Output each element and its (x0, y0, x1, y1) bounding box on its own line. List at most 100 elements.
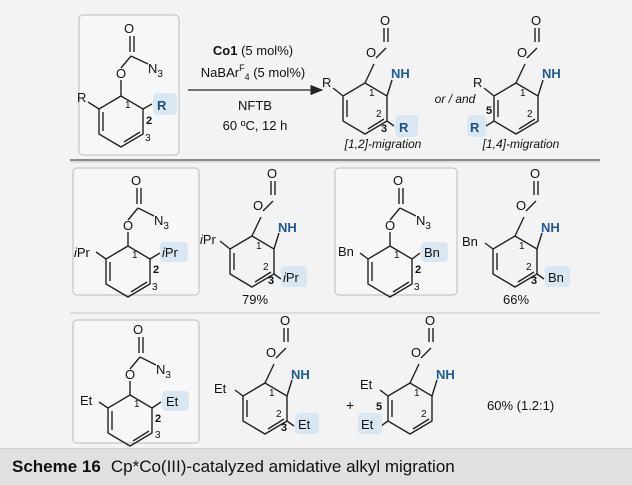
conditions: Co1 (5 mol%) NaBArF4 (5 mol%) NFTB 60 ºC… (201, 43, 305, 133)
pos-3: 3 (268, 275, 274, 287)
top-substrate-labels: O O N3 R R 1 2 3 (77, 21, 167, 144)
ipr-substrate-labels: O O N3 iPr iPr 1 2 3 (74, 173, 179, 293)
caption-label: Scheme 16 (12, 457, 101, 476)
atom-r: R (322, 75, 331, 90)
atom-o: O (385, 218, 395, 233)
et-migrated: Et (298, 417, 311, 432)
pos-1: 1 (256, 241, 262, 252)
atom-o: O (131, 173, 141, 188)
label-14-migration: [1,4]-migration (482, 137, 560, 151)
product-14-labels: O O NH R R 1 2 5 [1,4]-migration (470, 13, 561, 151)
atom-o: O (393, 173, 403, 188)
label-12-migration: [1,2]-migration (344, 137, 422, 151)
atom-o: O (517, 45, 527, 60)
atom-n3: N3 (416, 213, 431, 232)
pos-2: 2 (263, 262, 269, 273)
atom-o: O (280, 313, 290, 328)
pos-1: 1 (134, 399, 140, 410)
pos-3: 3 (531, 275, 537, 287)
pos-2: 2 (526, 262, 532, 273)
pos-3: 3 (281, 422, 287, 434)
et-upper: Et (360, 377, 373, 392)
atom-o: O (380, 13, 390, 28)
pos-1: 1 (369, 88, 375, 99)
et-substrate-box (72, 319, 200, 444)
atom-nh: NH (391, 66, 410, 81)
additive-line: NaBArF4 (5 mol%) (201, 63, 305, 82)
pos-1: 1 (414, 388, 420, 399)
et-migrated: Et (361, 417, 374, 432)
atom-o-ether: O (116, 66, 126, 81)
bn-product-labels: O O NH Bn Bn 1 2 3 66% (462, 166, 564, 307)
yield-bn: 66% (503, 292, 529, 307)
atom-nh: NH (541, 220, 560, 235)
pos-1: 1 (125, 100, 131, 111)
product-12 (332, 28, 418, 137)
atom-nh: NH (542, 66, 561, 81)
pos-1: 1 (132, 250, 138, 261)
pos-2: 2 (276, 409, 282, 420)
pos-2: 2 (527, 109, 533, 120)
atom-o-carbonyl: O (124, 21, 134, 36)
pos-3: 3 (152, 282, 158, 293)
bn-substrate-box (334, 167, 458, 296)
atom-r: R (473, 75, 482, 90)
bn-right: Bn (424, 245, 440, 260)
pos-5: 5 (486, 105, 492, 117)
atom-nh: NH (278, 220, 297, 235)
product-14 (467, 28, 544, 137)
pos-1: 1 (394, 250, 400, 261)
highlight-r (153, 93, 177, 115)
atom-o: O (531, 13, 541, 28)
atom-r-right: R (157, 98, 167, 113)
bn-left: Bn (338, 244, 354, 259)
et-left: Et (214, 381, 227, 396)
caption-text: Cp*Co(III)-catalyzed amidative alkyl mig… (110, 457, 455, 476)
bn-substrate (359, 188, 448, 298)
bn-migrated: Bn (548, 270, 564, 285)
ipr-product-labels: O O NH iPr iPr 1 2 3 79% (200, 166, 300, 307)
et-substrate-labels: O O N3 Et Et 1 2 3 (80, 322, 179, 441)
atom-o: O (267, 166, 277, 181)
et-substrate (98, 337, 189, 447)
atom-n3: N3 (156, 362, 171, 381)
atom-o: O (133, 322, 143, 337)
pos-2: 2 (376, 109, 382, 120)
bn-product (484, 181, 570, 288)
pos-3: 3 (381, 123, 387, 135)
atom-o: O (125, 367, 135, 382)
pos-1: 1 (269, 388, 275, 399)
scheme-drawing: O O N3 R R 1 2 3 Co1 (5 mol%) NaBArF4 (5… (70, 13, 600, 447)
substrate-box (78, 14, 180, 156)
top-scheme (78, 14, 180, 156)
atom-r-migrated: R (470, 120, 480, 135)
atom-n3: N3 (154, 213, 169, 232)
scheme-panel: O O N3 R R 1 2 3 Co1 (5 mol%) NaBArF4 (5… (0, 0, 632, 448)
atom-nh: NH (291, 367, 310, 382)
pos-2: 2 (146, 115, 152, 127)
pos-1: 1 (520, 88, 526, 99)
ipr-product (219, 181, 307, 288)
ipr-left: iPr (200, 232, 217, 247)
atom-r-left: R (77, 90, 86, 105)
caption-bar: Scheme 16 Cp*Co(III)-catalyzed amidative… (0, 448, 632, 485)
atom-o: O (366, 45, 376, 60)
ipr-left: iPr (74, 245, 91, 260)
ipr-migrated: iPr (283, 270, 300, 285)
pos-5: 5 (376, 401, 382, 413)
atom-o: O (123, 218, 133, 233)
bn-left: Bn (462, 234, 478, 249)
pos-3: 3 (414, 282, 420, 293)
pos-3: 3 (155, 430, 161, 441)
atom-nh: NH (436, 367, 455, 382)
atom-o: O (253, 198, 263, 213)
catalyst-line: Co1 (5 mol%) (213, 43, 293, 58)
atom-o: O (425, 313, 435, 328)
pos-2: 2 (421, 409, 427, 420)
atom-o: O (411, 345, 421, 360)
et-right: Et (166, 394, 179, 409)
atom-n3: N3 (148, 61, 163, 80)
atom-o: O (516, 198, 526, 213)
yield-ipr: 79% (242, 292, 268, 307)
